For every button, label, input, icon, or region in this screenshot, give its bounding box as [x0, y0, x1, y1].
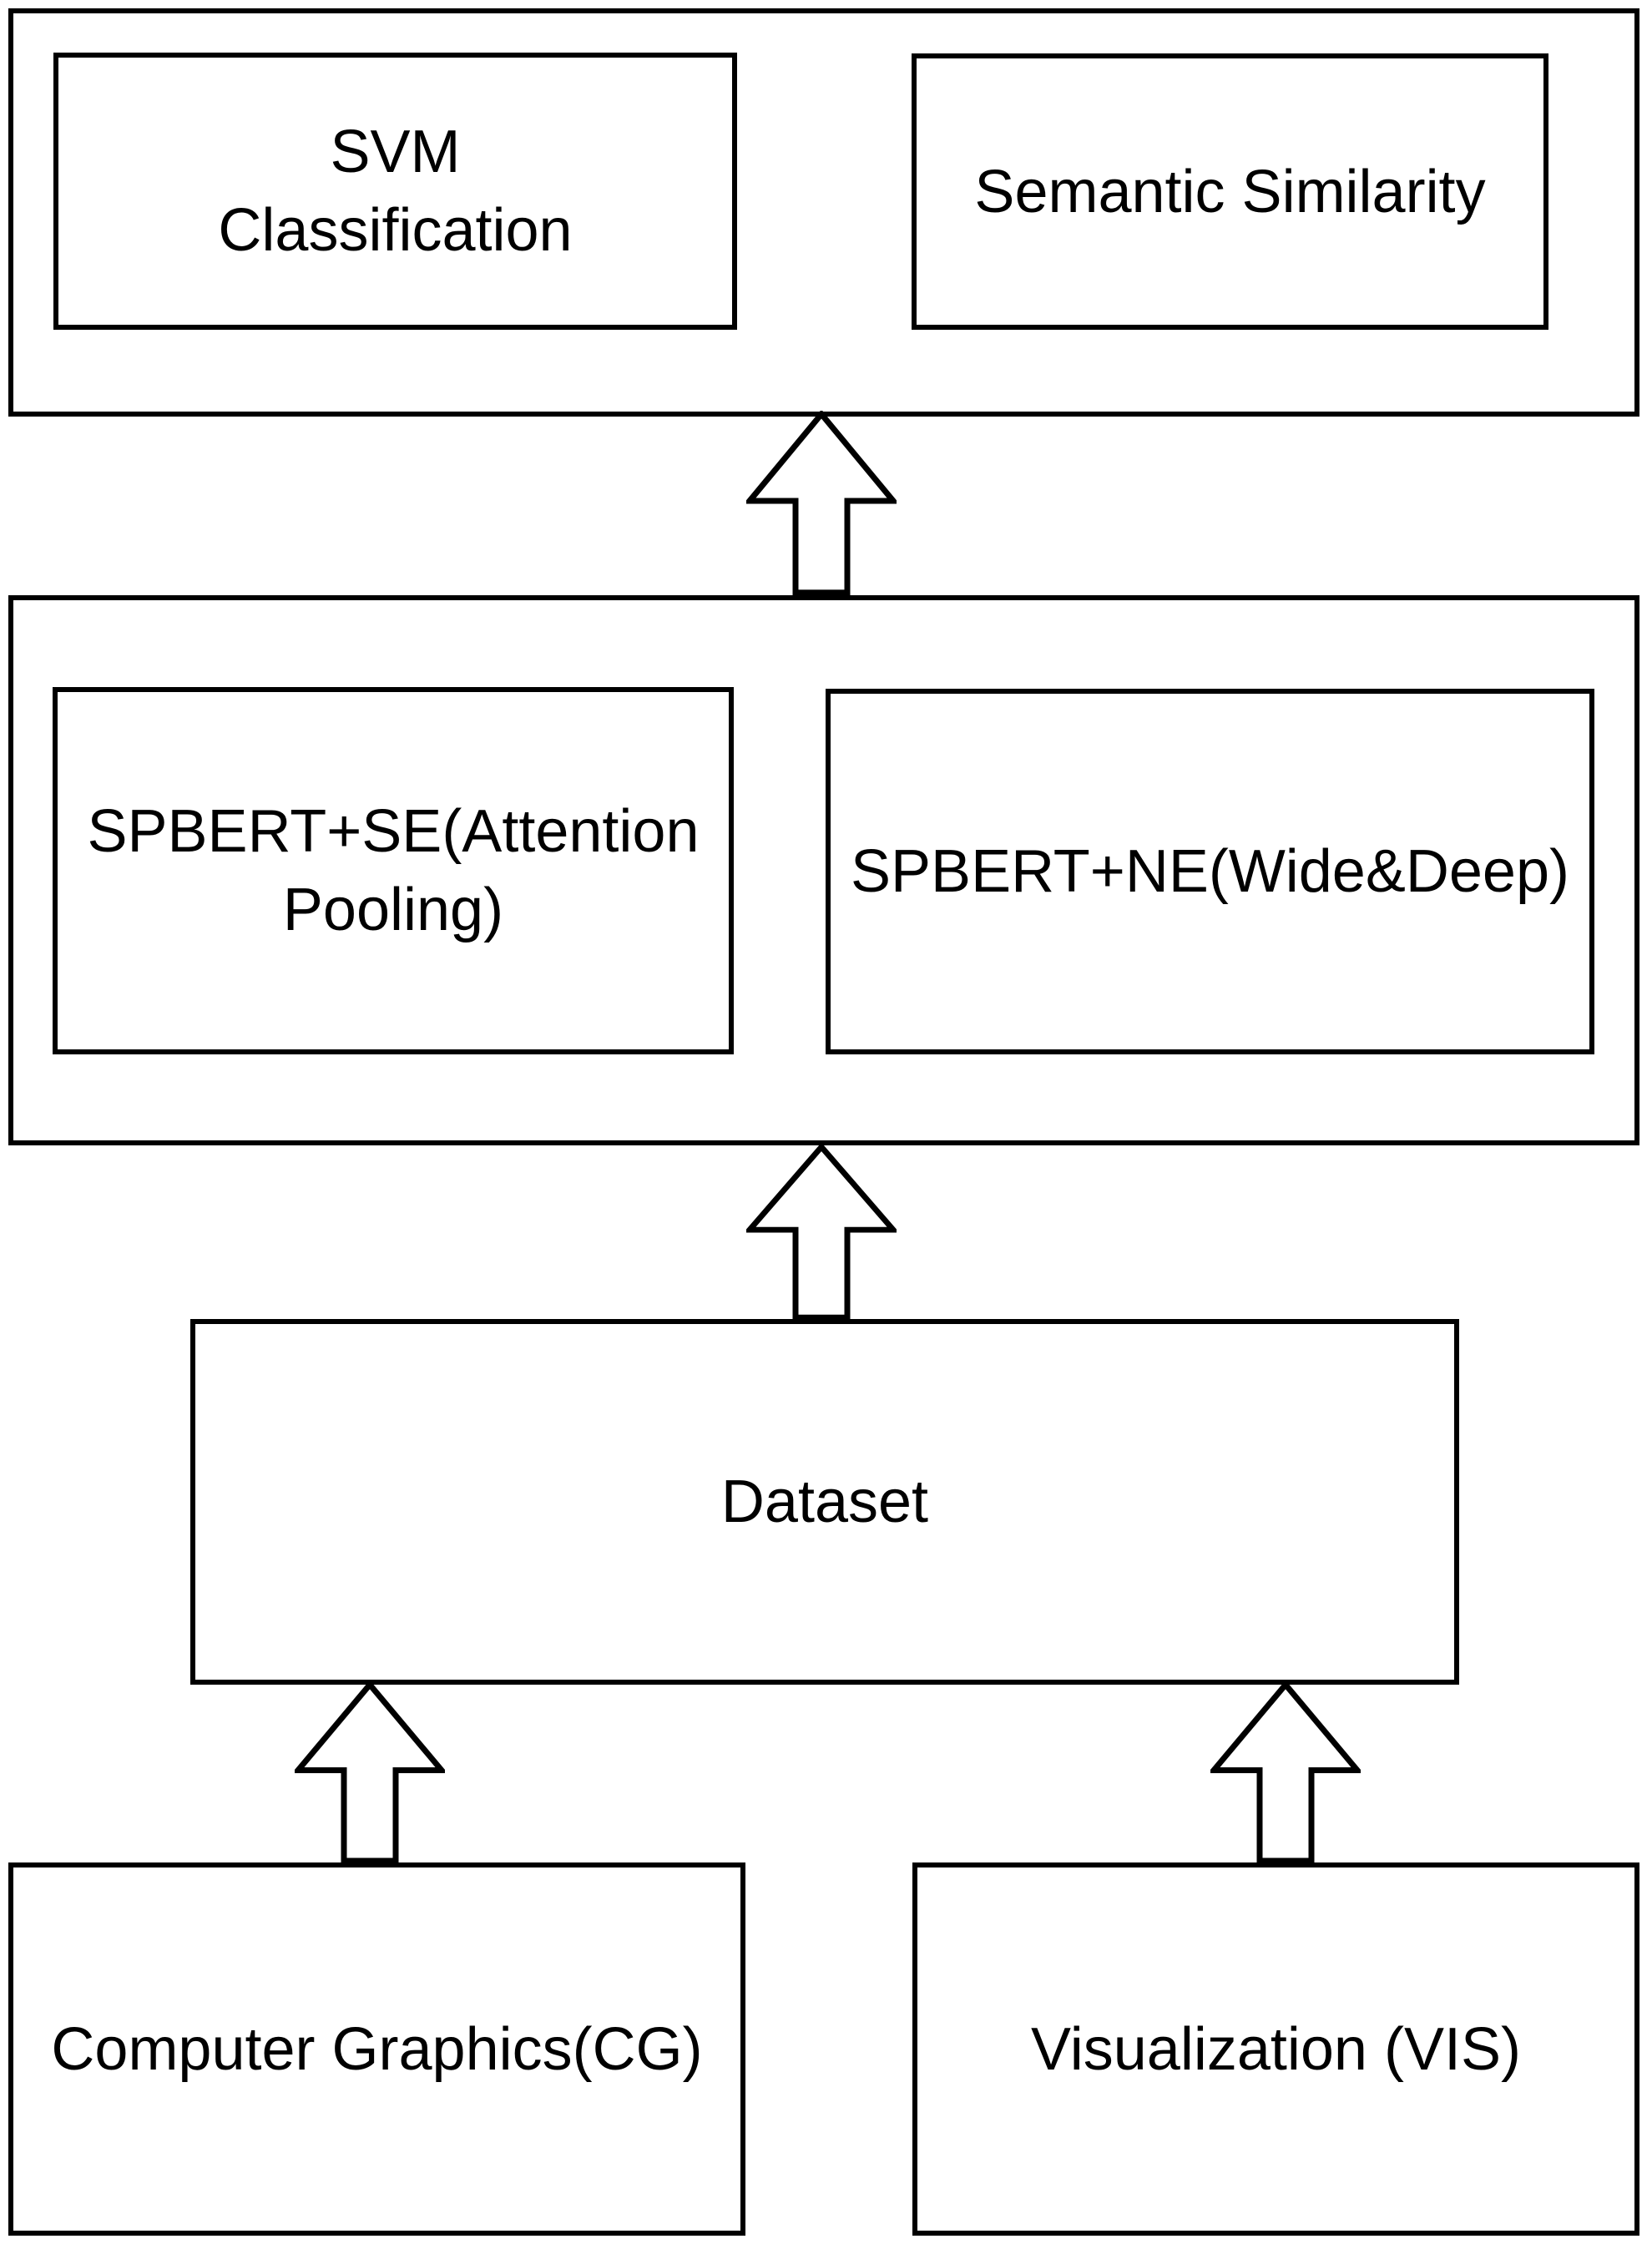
spbert-ne-box: SPBERT+NE(Wide&Deep): [826, 689, 1594, 1054]
computer-graphics-label: Computer Graphics(CG): [51, 2015, 703, 2083]
visualization-box: Visualization (VIS): [912, 1862, 1639, 2236]
block-arrow-up-dataset-to-models: [746, 1144, 897, 1321]
block-arrow-up-cg-to-dataset: [295, 1681, 445, 1864]
spbert-ne-label: SPBERT+NE(Wide&Deep): [851, 838, 1569, 905]
block-arrow-up-models-to-outputs: [746, 411, 897, 596]
svm-classification-box: SVM Classification: [53, 53, 737, 330]
computer-graphics-box: Computer Graphics(CG): [8, 1862, 745, 2236]
visualization-label: Visualization (VIS): [1031, 2015, 1521, 2083]
semantic-similarity-box: Semantic Similarity: [912, 53, 1548, 330]
dataset-box: Dataset: [190, 1319, 1459, 1685]
svm-classification-label: SVM Classification: [218, 119, 573, 264]
semantic-similarity-label: Semantic Similarity: [974, 158, 1486, 225]
spbert-se-label: SPBERT+SE(Attention Pooling): [87, 798, 700, 943]
block-arrow-up-vis-to-dataset: [1210, 1681, 1361, 1864]
spbert-se-box: SPBERT+SE(Attention Pooling): [53, 687, 734, 1054]
dataset-label: Dataset: [720, 1468, 929, 1535]
